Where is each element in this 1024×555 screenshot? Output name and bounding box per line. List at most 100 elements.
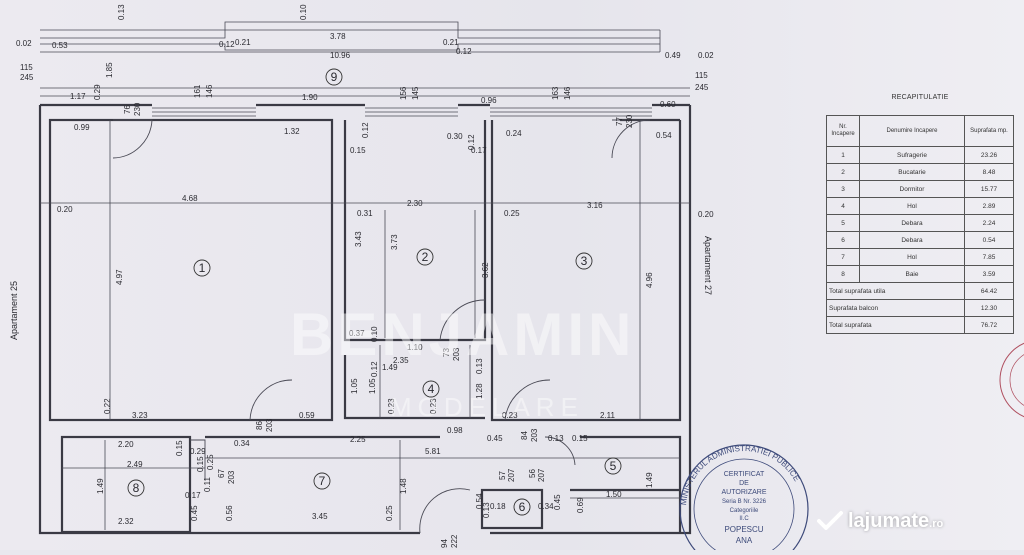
brand-name: lajumate.ro bbox=[848, 510, 943, 533]
dim-label: 0.69 bbox=[576, 497, 585, 513]
header-area: Suprafata mp. bbox=[964, 115, 1014, 147]
row-area: 0.54 bbox=[964, 231, 1014, 249]
row-nr: 3 bbox=[826, 180, 860, 198]
dim-label: 76 bbox=[123, 105, 132, 114]
dim-label: 0.53 bbox=[52, 41, 68, 50]
dim-label: 161 bbox=[193, 84, 202, 98]
dim-label: 0.54 bbox=[656, 131, 672, 140]
row-nr: 8 bbox=[826, 265, 860, 283]
watermark-subtext: MODELARE bbox=[390, 392, 584, 422]
dim-label: 0.98 bbox=[447, 426, 463, 435]
dim-label: 1.05 bbox=[368, 378, 377, 394]
dim-label: 0.12 bbox=[219, 40, 235, 49]
dim-label: 4.68 bbox=[182, 194, 198, 203]
watermark-text: BENJAMIN bbox=[290, 301, 636, 368]
dim-label: 0.34 bbox=[538, 502, 554, 511]
dim-label: 0.21 bbox=[235, 38, 251, 47]
dim-label: 3.73 bbox=[390, 234, 399, 250]
stamp-line: POPESCU bbox=[724, 525, 763, 534]
dim-label: 0.13 bbox=[482, 502, 491, 518]
dim-label: 0.24 bbox=[506, 129, 522, 138]
total-label: Total suprafata utila bbox=[826, 282, 965, 300]
dim-label: 2.32 bbox=[118, 517, 134, 526]
recap-table: Nr. Incapere Denumire Incapere Suprafata… bbox=[826, 115, 1014, 334]
dim-label: 0.15 bbox=[350, 146, 366, 155]
dim-label: 1.49 bbox=[96, 478, 105, 494]
row-area: 23.26 bbox=[964, 146, 1014, 164]
dim-label: 0.12 bbox=[456, 47, 472, 56]
dim-label: 230 bbox=[133, 102, 142, 116]
dim-label: 0.49 bbox=[665, 51, 681, 60]
dim-label: 146 bbox=[205, 84, 214, 98]
dim-label: 0.10 bbox=[299, 4, 308, 20]
dim-label: 4.96 bbox=[645, 272, 654, 288]
dim-label: 5.81 bbox=[425, 447, 441, 456]
dim-label: 0.34 bbox=[234, 439, 250, 448]
dim-label: 2.49 bbox=[127, 460, 143, 469]
recap-title: RECAPITULATIE bbox=[891, 94, 949, 101]
row-name: Debara bbox=[859, 214, 965, 232]
dim-label: 10.96 bbox=[330, 51, 351, 60]
dim-label: 3.43 bbox=[354, 231, 363, 247]
dim-label: 3.62 bbox=[481, 262, 490, 278]
dim-label: 1.28 bbox=[475, 383, 484, 399]
dim-label: 2.20 bbox=[118, 440, 134, 449]
total-area: 64.42 bbox=[964, 282, 1014, 300]
row-area: 7.85 bbox=[964, 248, 1014, 266]
dim-label: 1.10 bbox=[407, 343, 423, 352]
dim-label: 1.85 bbox=[105, 62, 114, 78]
dim-label: 207 bbox=[537, 468, 546, 482]
row-name: Bucatarie bbox=[859, 163, 965, 181]
side-label-left: Apartament 25 bbox=[9, 281, 19, 340]
dim-label: 0.45 bbox=[487, 434, 503, 443]
dim-label: 203 bbox=[452, 347, 461, 361]
brand-tld: .ro bbox=[929, 518, 944, 530]
row-name: Dormitor bbox=[859, 180, 965, 198]
room-number: 2 bbox=[422, 250, 429, 264]
dim-label: 57 bbox=[498, 471, 507, 480]
dim-label: 3.78 bbox=[330, 32, 346, 41]
total-area: 12.30 bbox=[964, 299, 1014, 317]
dim-label: 0.31 bbox=[357, 209, 373, 218]
dim-label: 0.37 bbox=[349, 329, 365, 338]
dim-label: 0.60 bbox=[660, 100, 676, 109]
dim-label: 156 bbox=[399, 86, 408, 100]
dim-label: 145 bbox=[411, 86, 420, 100]
dim-label: 0.99 bbox=[74, 123, 90, 132]
dim-label: 0.21 bbox=[443, 38, 459, 47]
dim-label: 1.90 bbox=[302, 93, 318, 102]
dim-label: 0.12 bbox=[361, 122, 370, 138]
dim-label: 0.10 bbox=[370, 326, 379, 342]
stamp-line: Seria B Nr. 3226 bbox=[722, 499, 767, 505]
dim-label: 0.23 bbox=[387, 398, 396, 414]
dim-label: 3.16 bbox=[587, 201, 603, 210]
dim-label: 1.49 bbox=[382, 363, 398, 372]
row-area: 2.24 bbox=[964, 214, 1014, 232]
dim-label: 0.20 bbox=[57, 205, 73, 214]
row-nr: 1 bbox=[826, 146, 860, 164]
stamp-line: Categoriile bbox=[730, 508, 759, 514]
dimension-lines bbox=[40, 120, 690, 530]
row-nr: 2 bbox=[826, 163, 860, 181]
row-area: 3.59 bbox=[964, 265, 1014, 283]
dimension-labels: 0.53 0.02 0.13 0.10 0.12 0.21 3.78 0.21 … bbox=[16, 4, 714, 548]
partial-red-stamp bbox=[999, 342, 1024, 418]
dim-label: 0.22 bbox=[103, 398, 112, 414]
dim-label: 0.18 bbox=[490, 502, 506, 511]
room-number: 8 bbox=[133, 481, 140, 495]
dim-label: 245 bbox=[20, 73, 34, 82]
room-number: 4 bbox=[428, 382, 435, 396]
row-name: Hol bbox=[859, 248, 965, 266]
doors bbox=[112, 119, 651, 534]
dim-label: 3.45 bbox=[312, 512, 328, 521]
dim-label: 0.13 bbox=[117, 4, 126, 20]
dim-label: 2.25 bbox=[350, 435, 366, 444]
header-name: Denumire Incapere bbox=[859, 115, 965, 147]
dim-label: 0.45 bbox=[190, 505, 199, 521]
dim-label: 0.96 bbox=[481, 96, 497, 105]
